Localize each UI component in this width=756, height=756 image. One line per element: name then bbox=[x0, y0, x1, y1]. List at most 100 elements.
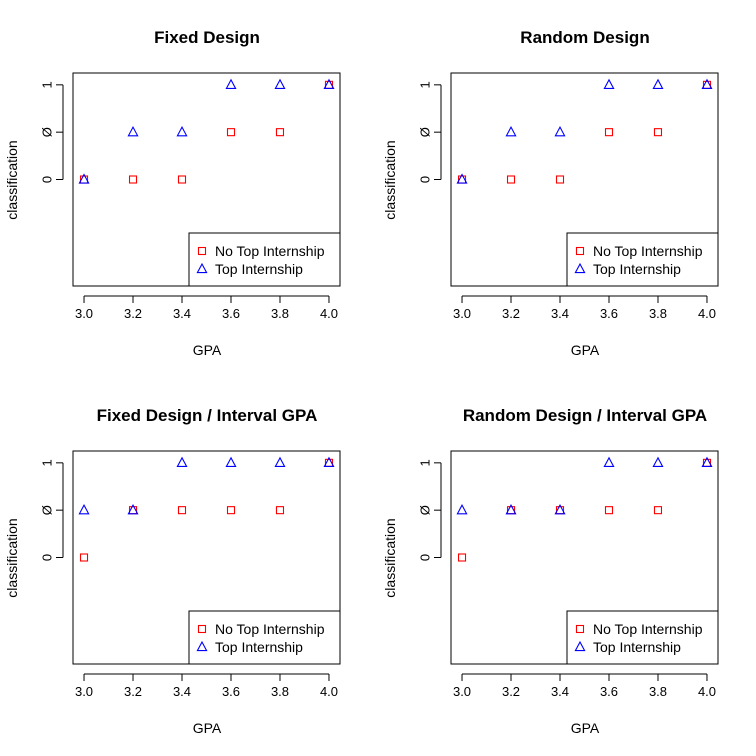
y-tick-label: Ø bbox=[40, 127, 55, 137]
y-tick-label: 1 bbox=[418, 459, 433, 466]
legend-triangle-marker bbox=[196, 262, 208, 274]
data-point-triangle bbox=[176, 456, 188, 467]
y-axis-label: classification bbox=[4, 518, 20, 597]
chart-title: Fixed Design bbox=[154, 28, 260, 47]
data-point-triangle bbox=[701, 456, 713, 467]
legend-square-marker bbox=[197, 624, 207, 634]
legend-box bbox=[566, 610, 719, 665]
data-point-triangle bbox=[603, 78, 615, 89]
data-point-triangle bbox=[456, 504, 468, 515]
legend-box bbox=[188, 610, 341, 665]
data-point-square bbox=[226, 128, 236, 137]
x-tick-label: 4.0 bbox=[698, 684, 716, 699]
data-point-triangle bbox=[78, 173, 90, 184]
y-axis-label: classification bbox=[4, 140, 20, 219]
y-tick-label: 0 bbox=[40, 554, 55, 561]
y-tick-label: 1 bbox=[418, 81, 433, 88]
legend-label: Top Internship bbox=[215, 639, 303, 655]
chart-title: Random Design / Interval GPA bbox=[463, 406, 707, 425]
x-axis-label: GPA bbox=[193, 342, 222, 358]
data-point-square bbox=[275, 128, 285, 137]
x-tick-label: 4.0 bbox=[320, 684, 338, 699]
legend-label: Top Internship bbox=[593, 261, 681, 277]
x-tick-label: 3.0 bbox=[453, 684, 471, 699]
data-point-triangle bbox=[505, 504, 517, 515]
legend-box bbox=[188, 232, 341, 287]
x-tick-label: 3.8 bbox=[271, 306, 289, 321]
x-tick-label: 4.0 bbox=[698, 306, 716, 321]
data-point-square bbox=[177, 175, 187, 184]
data-point-square bbox=[555, 175, 565, 184]
y-tick-label: 0 bbox=[418, 176, 433, 183]
y-tick-label: Ø bbox=[418, 127, 433, 137]
x-tick-label: 3.4 bbox=[551, 684, 569, 699]
x-axis-label: GPA bbox=[571, 720, 600, 736]
x-tick-label: 4.0 bbox=[320, 306, 338, 321]
legend-triangle-marker bbox=[196, 640, 208, 652]
data-point-square bbox=[457, 553, 467, 562]
data-point-square bbox=[604, 506, 614, 515]
x-tick-label: 3.4 bbox=[173, 306, 191, 321]
legend-label: Top Internship bbox=[215, 261, 303, 277]
y-tick-label: Ø bbox=[418, 505, 433, 515]
legend-triangle-marker bbox=[574, 640, 586, 652]
legend-label: Top Internship bbox=[593, 639, 681, 655]
data-point-square bbox=[177, 506, 187, 515]
data-point-triangle bbox=[176, 126, 188, 137]
x-tick-label: 3.6 bbox=[600, 306, 618, 321]
legend-square-marker bbox=[575, 624, 585, 634]
data-point-triangle bbox=[323, 78, 335, 89]
y-tick-label: 1 bbox=[40, 459, 55, 466]
data-point-square bbox=[226, 506, 236, 515]
x-tick-label: 3.8 bbox=[649, 306, 667, 321]
data-point-square bbox=[79, 553, 89, 562]
data-point-triangle bbox=[603, 456, 615, 467]
x-tick-label: 3.2 bbox=[502, 306, 520, 321]
data-point-triangle bbox=[274, 456, 286, 467]
legend-square-marker bbox=[197, 246, 207, 256]
legend-triangle-marker bbox=[574, 262, 586, 274]
data-point-triangle bbox=[274, 78, 286, 89]
x-tick-label: 3.0 bbox=[75, 684, 93, 699]
data-point-triangle bbox=[225, 456, 237, 467]
data-point-triangle bbox=[225, 78, 237, 89]
data-point-triangle bbox=[652, 78, 664, 89]
data-point-triangle bbox=[323, 456, 335, 467]
data-point-triangle bbox=[554, 504, 566, 515]
y-axis-label: classification bbox=[382, 140, 398, 219]
data-point-square bbox=[604, 128, 614, 137]
legend-label: No Top Internship bbox=[593, 243, 703, 259]
y-tick-label: 0 bbox=[418, 554, 433, 561]
x-tick-label: 3.6 bbox=[600, 684, 618, 699]
data-point-triangle bbox=[127, 504, 139, 515]
data-point-square bbox=[275, 506, 285, 515]
y-tick-label: 1 bbox=[40, 81, 55, 88]
data-point-square bbox=[506, 175, 516, 184]
x-tick-label: 3.4 bbox=[173, 684, 191, 699]
x-tick-label: 3.0 bbox=[75, 306, 93, 321]
x-tick-label: 3.8 bbox=[649, 684, 667, 699]
data-point-triangle bbox=[78, 504, 90, 515]
data-point-triangle bbox=[652, 456, 664, 467]
y-axis-label: classification bbox=[382, 518, 398, 597]
y-tick-label: Ø bbox=[40, 505, 55, 515]
y-tick-label: 0 bbox=[40, 176, 55, 183]
data-point-triangle bbox=[456, 173, 468, 184]
data-point-square bbox=[653, 506, 663, 515]
x-tick-label: 3.2 bbox=[502, 684, 520, 699]
legend-label: No Top Internship bbox=[593, 621, 703, 637]
data-point-square bbox=[128, 175, 138, 184]
data-point-triangle bbox=[701, 78, 713, 89]
x-axis-label: GPA bbox=[193, 720, 222, 736]
legend-box bbox=[566, 232, 719, 287]
x-axis-label: GPA bbox=[571, 342, 600, 358]
data-point-triangle bbox=[554, 126, 566, 137]
x-tick-label: 3.0 bbox=[453, 306, 471, 321]
x-tick-label: 3.8 bbox=[271, 684, 289, 699]
x-tick-label: 3.4 bbox=[551, 306, 569, 321]
